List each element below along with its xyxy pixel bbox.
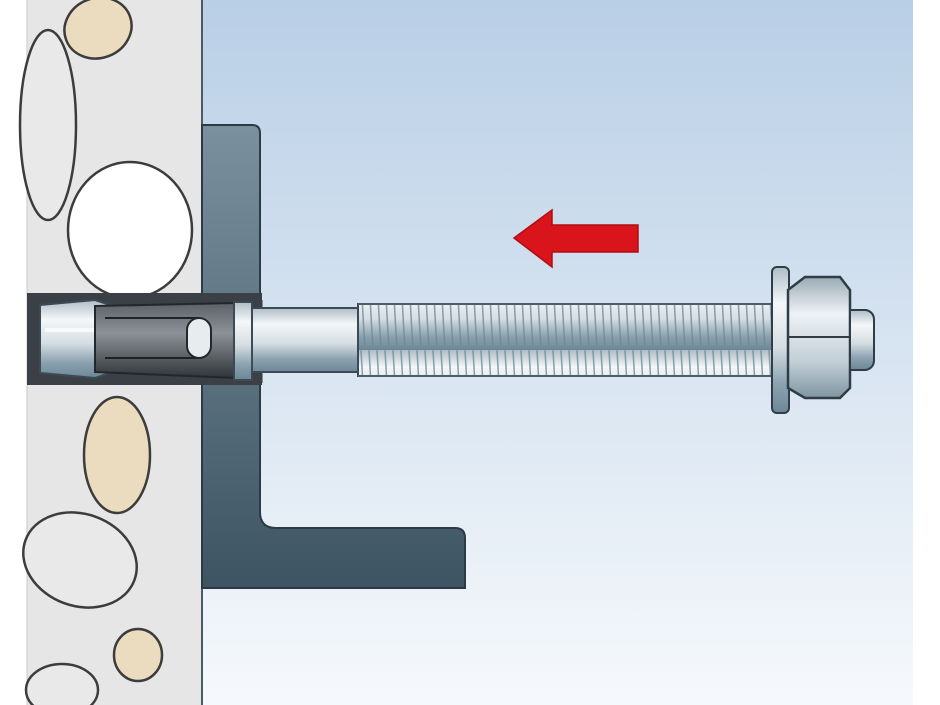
expansion-clip-icon <box>39 298 253 381</box>
hex-nut-icon <box>786 275 875 400</box>
direction-arrow-icon <box>512 208 639 269</box>
threaded-rod-icon <box>357 303 784 377</box>
anchor-bolt-shank <box>251 307 361 373</box>
aggregate-stones <box>18 0 194 705</box>
washer-icon <box>771 266 790 414</box>
